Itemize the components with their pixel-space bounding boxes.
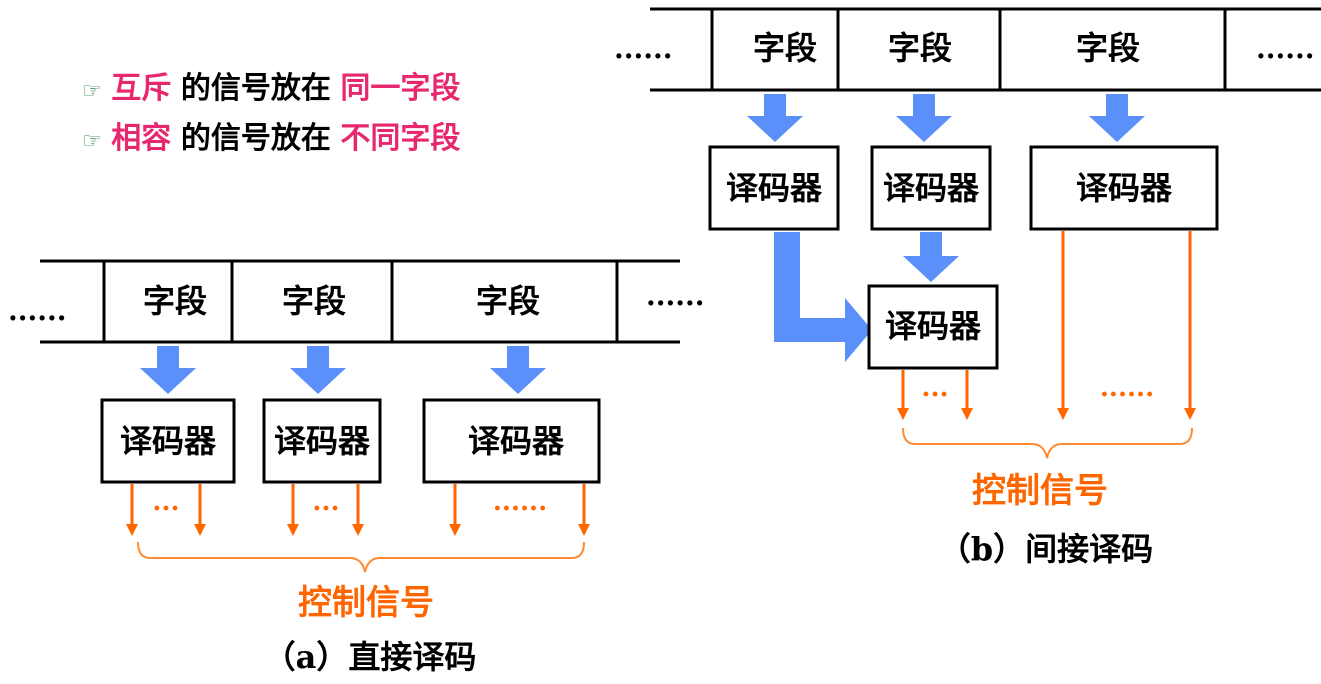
decoder-label: 译码器	[883, 169, 980, 207]
decoder-label: 译码器	[274, 422, 371, 460]
signal-ellipsis: ......	[493, 487, 547, 517]
down-arrow-icon	[903, 232, 959, 282]
field-label: 字段	[143, 282, 207, 320]
signal-group-brace	[137, 541, 585, 573]
control-signal-label: 控制信号	[298, 583, 434, 623]
note-1-keyword-2: 同一字段	[340, 71, 460, 106]
note-1-text: 的信号放在	[181, 71, 331, 106]
svg-text:☞ 互斥 的信号放在 同: ☞ 互斥 的信号放在 同一字段	[82, 71, 460, 106]
field-label: 字段	[888, 29, 952, 67]
decoder-label: 译码器	[468, 422, 565, 460]
caption-indirect: （b）间接译码	[939, 530, 1153, 568]
ellipsis-right: ......	[1256, 32, 1315, 65]
down-arrow-icon	[140, 346, 196, 394]
down-arrow-icon	[290, 346, 346, 394]
note-2-text: 的信号放在	[181, 121, 331, 156]
notes: ☞ 互斥 的信号放在 同一字段 ☞ 相容 的信号放在 不同字段	[82, 71, 460, 156]
direct-decoding-diagram: ...... ...... 字段 字段 字段 译码器 译码器 译码器 ... .…	[8, 259, 705, 676]
control-signal-label: 控制信号	[972, 471, 1108, 511]
ellipsis-right: ......	[646, 279, 705, 312]
field-label: 字段	[476, 282, 540, 320]
decoder-box	[1029, 145, 1219, 231]
decoder-box	[262, 398, 382, 484]
decoder-box	[708, 145, 840, 231]
indirect-decoding-diagram: ...... ...... 字段 字段 字段 译码器 译码器 译码器 译码器 .…	[614, 7, 1321, 568]
ellipsis-left: ......	[614, 32, 673, 65]
decoder-box	[867, 284, 999, 370]
ellipsis-left: ......	[8, 294, 67, 327]
svg-text:☞ 相容 的信号放在 不: ☞ 相容 的信号放在 不同字段	[82, 121, 460, 156]
note-2-keyword: 相容	[111, 121, 171, 156]
field-label: 字段	[282, 282, 346, 320]
signal-group-brace	[902, 427, 1193, 459]
elbow-arrow-icon	[774, 232, 872, 362]
signal-ellipsis: ...	[152, 487, 179, 517]
decoder-box	[100, 398, 236, 484]
control-signal-arrows	[126, 484, 590, 536]
decoder-box	[422, 398, 601, 484]
decoder-label: 译码器	[120, 422, 217, 460]
down-arrow-icon	[1089, 94, 1145, 142]
hand-pointer-icon: ☞	[82, 79, 102, 104]
note-2-keyword-2: 不同字段	[340, 121, 460, 156]
field-label: 字段	[1076, 29, 1140, 67]
signal-ellipsis: ...	[921, 373, 948, 403]
decoder-label: 译码器	[885, 307, 982, 345]
caption-direct: （a）直接译码	[264, 638, 477, 676]
down-arrow-icon	[896, 94, 952, 142]
hand-pointer-icon: ☞	[82, 129, 102, 154]
down-arrow-icon	[490, 346, 546, 394]
signal-ellipsis: ...	[312, 487, 339, 517]
down-arrow-icon	[747, 94, 803, 142]
note-1-keyword: 互斥	[111, 71, 171, 106]
control-signal-arrows	[897, 231, 1196, 420]
decoder-box	[870, 145, 992, 231]
decoder-label: 译码器	[726, 169, 823, 207]
field-label: 字段	[753, 29, 817, 67]
signal-ellipsis: ......	[1100, 373, 1154, 403]
decoder-label: 译码器	[1076, 169, 1173, 207]
